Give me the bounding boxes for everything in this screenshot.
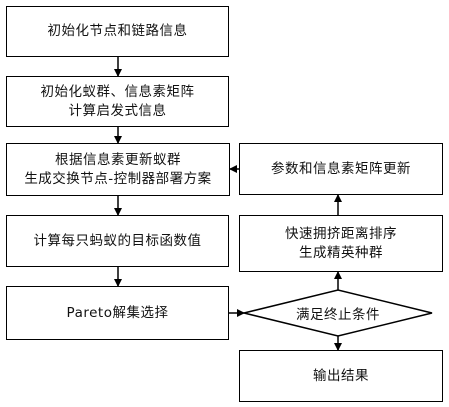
check-termination-text: 满足终止条件 [296, 307, 380, 323]
compute-objective-line-1: 计算每只蚂蚁的目标函数值 [33, 232, 202, 249]
init-colony-box: 初始化蚁群、信息素矩阵 计算启发式信息 [6, 76, 229, 127]
init-colony-line-1: 初始化蚁群、信息素矩阵 [40, 83, 195, 100]
init-colony-line-2: 计算启发式信息 [68, 102, 167, 119]
update-params-line-1: 参数和信息素矩阵更新 [271, 160, 411, 177]
init-nodes-links-line-1: 初始化节点和链路信息 [47, 23, 188, 39]
pareto-select-line-1: Pareto解集选择 [66, 304, 169, 321]
crowding-sort-line-1: 快速拥挤距离排序 [285, 225, 397, 242]
crowding-sort-line-2: 生成精英种群 [299, 244, 383, 261]
check-termination-label: 满足终止条件 [270, 302, 406, 324]
init-nodes-links-box: 初始化节点和链路信息 [6, 6, 229, 57]
decision-diamond [243, 289, 433, 337]
generate-scheme-line-1: 根据信息素更新蚁群 [55, 151, 181, 168]
output-result-box: 输出结果 [239, 350, 443, 402]
generate-scheme-line-2: 生成交换节点-控制器部署方案 [24, 170, 212, 187]
generate-scheme-box: 根据信息素更新蚁群 生成交换节点-控制器部署方案 [6, 143, 230, 196]
compute-objective-box: 计算每只蚂蚁的目标函数值 [6, 215, 229, 267]
pareto-select-box: Pareto解集选择 [6, 286, 229, 340]
output-result-line-1: 输出结果 [313, 367, 369, 384]
update-params-box: 参数和信息素矩阵更新 [239, 143, 443, 195]
crowding-sort-box: 快速拥挤距离排序 生成精英种群 [239, 215, 443, 272]
